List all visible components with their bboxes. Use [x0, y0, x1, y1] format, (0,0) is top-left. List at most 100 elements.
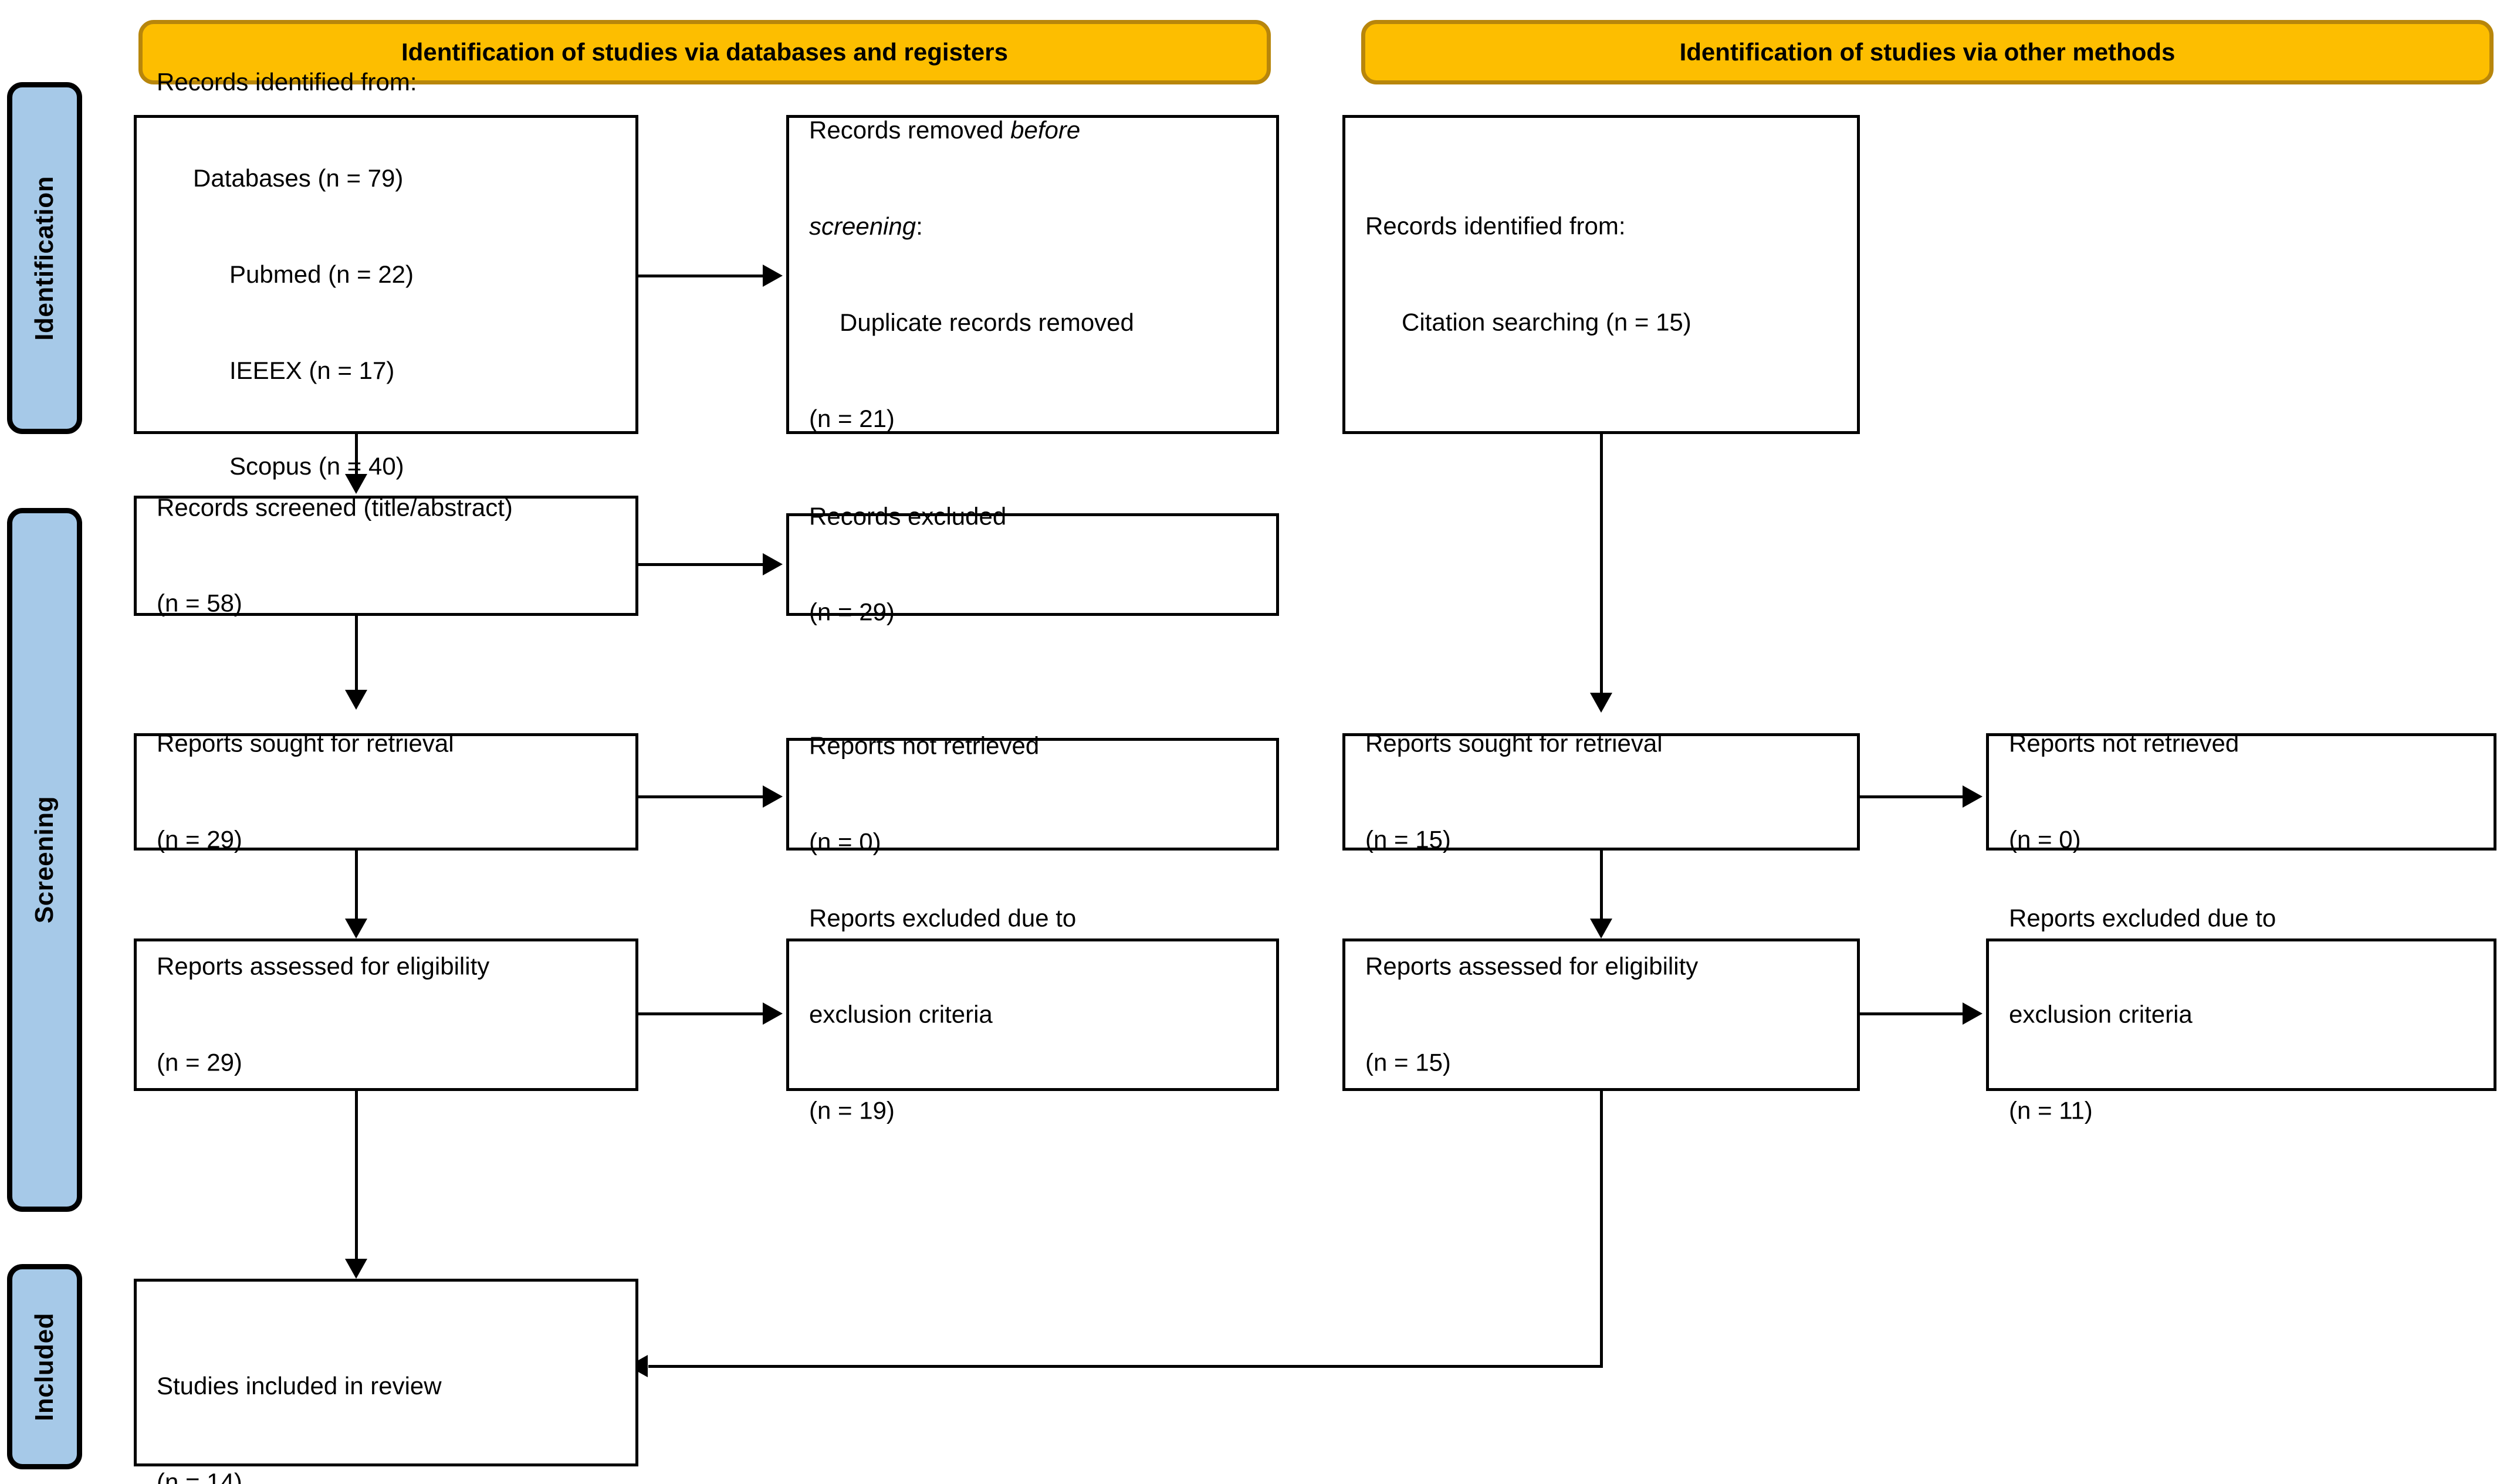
records-removed-line-1: Records removed before	[809, 114, 1266, 147]
records-removed-line-3: Duplicate records removed	[840, 308, 1134, 336]
box-records-identified-citation: Records identified from: Citation search…	[1342, 115, 1860, 434]
records-identified-line-3: Pubmed (n = 22)	[229, 260, 414, 288]
box-records-removed-text: Records removed before screening: Duplic…	[809, 50, 1266, 499]
box-reports-sought-left: Reports sought for retrieval (n = 29)	[134, 730, 638, 853]
connector-sought-to-not-retrieved-left	[638, 795, 766, 798]
records-removed-line-1-a: Records removed	[809, 116, 1011, 144]
box-reports-not-retrieved-left: Reports not retrieved (n = 0)	[786, 732, 1279, 856]
connector-sought-to-assessed-left	[355, 851, 358, 921]
phase-tab-identification[interactable]: Identification	[7, 82, 82, 434]
box-records-excluded: Records excluded (n = 29)	[786, 502, 1279, 626]
arrow-citation-to-sought-right	[1590, 693, 1612, 713]
arrow-identified-to-screened	[345, 474, 367, 494]
reports-assessed-left-line-1: Reports assessed for eligibility	[157, 952, 490, 980]
banner-databases-registers-label: Identification of studies via databases …	[401, 38, 1008, 66]
connector-screened-to-excluded	[638, 563, 766, 566]
reports-not-retrieved-right-line-1: Reports not retrieved	[2009, 729, 2239, 757]
box-reports-excluded-right: Reports excluded due to exclusion criter…	[1986, 904, 2496, 1124]
reports-excluded-right-line-2: exclusion criteria	[2009, 1000, 2193, 1028]
connector-citation-to-sought-right	[1600, 434, 1603, 695]
phase-tab-screening-label: Screening	[30, 796, 59, 924]
connector-screened-to-sought	[355, 616, 358, 692]
connector-sought-to-not-retrieved-right	[1860, 795, 1967, 798]
banner-databases-registers: Identification of studies via databases …	[138, 20, 1271, 84]
banner-other-methods: Identification of studies via other meth…	[1361, 20, 2494, 84]
reports-not-retrieved-left-line-2: (n = 0)	[809, 828, 881, 856]
arrow-assessed-to-excluded-left	[763, 1002, 783, 1025]
records-excluded-line-2: (n = 29)	[809, 598, 895, 626]
connector-assessed-to-included	[355, 1091, 358, 1261]
arrow-identified-to-removed	[763, 265, 783, 287]
reports-sought-right-line-1: Reports sought for retrieval	[1365, 729, 1663, 757]
reports-assessed-right-line-1: Reports assessed for eligibility	[1365, 952, 1699, 980]
arrow-sought-to-not-retrieved-left	[763, 785, 783, 808]
box-records-screened-text: Records screened (title/abstract) (n = 5…	[157, 428, 625, 684]
phase-tab-included-label: Included	[30, 1312, 59, 1421]
box-reports-excluded-left-text: Reports excluded due to exclusion criter…	[809, 839, 1266, 1191]
records-removed-line-1-b: before	[1010, 116, 1081, 144]
box-reports-assessed-left: Reports assessed for eligibility (n = 29…	[134, 938, 638, 1091]
records-identified-line-4: IEEEX (n = 17)	[229, 356, 395, 384]
reports-excluded-left-line-1: Reports excluded due to	[809, 904, 1077, 932]
reports-excluded-left-line-3: (n = 19)	[809, 1096, 895, 1124]
box-records-excluded-text: Records excluded (n = 29)	[809, 436, 1266, 693]
box-records-identified-citation-text: Records identified from: Citation search…	[1365, 147, 1846, 403]
studies-included-line-2: (n = 14)	[157, 1468, 242, 1484]
connector-assessed-right-to-included-horizontal	[648, 1365, 1603, 1368]
records-identified-citation-line-1: Records identified from:	[1365, 212, 1626, 240]
box-reports-assessed-left-text: Reports assessed for eligibility (n = 29…	[157, 887, 625, 1143]
box-reports-sought-right-text: Reports sought for retrieval (n = 15)	[1365, 664, 1846, 920]
box-reports-assessed-right: Reports assessed for eligibility (n = 15…	[1342, 938, 1860, 1091]
records-removed-line-4: (n = 21)	[809, 404, 895, 432]
box-records-identified-databases: Records identified from: Databases (n = …	[134, 68, 638, 480]
reports-sought-left-line-2: (n = 29)	[157, 825, 242, 853]
phase-tab-screening[interactable]: Screening	[7, 508, 82, 1212]
reports-not-retrieved-left-line-1: Reports not retrieved	[809, 731, 1040, 760]
records-removed-line-2-b: :	[916, 212, 923, 240]
phase-tab-included[interactable]: Included	[7, 1264, 82, 1469]
reports-not-retrieved-right-line-2: (n = 0)	[2009, 825, 2081, 853]
records-screened-line-1: Records screened (title/abstract)	[157, 493, 513, 521]
arrow-assessed-to-excluded-right	[1963, 1002, 1983, 1025]
connector-identified-to-screened	[355, 434, 358, 476]
arrow-screened-to-sought	[345, 690, 367, 710]
box-reports-assessed-right-text: Reports assessed for eligibility (n = 15…	[1365, 887, 1846, 1143]
records-removed-line-2-a: screening	[809, 212, 916, 240]
phase-tab-identification-label: Identification	[30, 175, 59, 341]
box-reports-excluded-left: Reports excluded due to exclusion criter…	[786, 904, 1279, 1124]
arrow-sought-to-not-retrieved-right	[1963, 785, 1983, 808]
box-reports-excluded-right-text: Reports excluded due to exclusion criter…	[2009, 839, 2483, 1191]
arrow-assessed-to-included	[345, 1259, 367, 1279]
connector-identified-to-removed	[638, 275, 766, 277]
connector-assessed-to-excluded-left	[638, 1012, 766, 1015]
box-reports-sought-left-text: Reports sought for retrieval (n = 29)	[157, 664, 625, 920]
box-records-removed-before-screening: Records removed before screening: Duplic…	[786, 115, 1279, 434]
box-records-screened: Records screened (title/abstract) (n = 5…	[134, 493, 638, 617]
connector-assessed-right-to-included-vertical	[1600, 1091, 1603, 1368]
box-records-identified-databases-text: Records identified from: Databases (n = …	[157, 2, 625, 547]
reports-excluded-left-line-2: exclusion criteria	[809, 1000, 993, 1028]
connector-assessed-to-excluded-right	[1860, 1012, 1967, 1015]
records-identified-line-1: Records identified from:	[157, 68, 417, 96]
arrow-sought-to-assessed-left	[345, 919, 367, 938]
reports-excluded-right-line-3: (n = 11)	[2009, 1096, 2093, 1124]
arrow-screened-to-excluded	[763, 553, 783, 575]
reports-sought-left-line-1: Reports sought for retrieval	[157, 729, 454, 757]
box-studies-included: Studies included in review (n = 14) Repo…	[134, 1279, 638, 1484]
box-reports-sought-right: Reports sought for retrieval (n = 15)	[1342, 730, 1860, 853]
studies-included-line-1: Studies included in review	[157, 1372, 442, 1400]
reports-excluded-right-line-1: Reports excluded due to	[2009, 904, 2276, 932]
box-reports-not-retrieved-right: Reports not retrieved (n = 0)	[1986, 730, 2496, 853]
records-removed-line-2: screening:	[809, 211, 1266, 243]
reports-sought-right-line-2: (n = 15)	[1365, 825, 1451, 853]
records-excluded-line-1: Records excluded	[809, 502, 1007, 530]
arrow-sought-to-assessed-right	[1590, 919, 1612, 938]
records-screened-line-2: (n = 58)	[157, 589, 242, 618]
records-identified-line-2: Databases (n = 79)	[193, 164, 404, 192]
box-studies-included-text: Studies included in review (n = 14) Repo…	[157, 1306, 625, 1484]
reports-assessed-left-line-2: (n = 29)	[157, 1048, 242, 1076]
banner-other-methods-label: Identification of studies via other meth…	[1679, 38, 2176, 66]
connector-sought-to-assessed-right	[1600, 851, 1603, 921]
reports-assessed-right-line-2: (n = 15)	[1365, 1048, 1451, 1076]
